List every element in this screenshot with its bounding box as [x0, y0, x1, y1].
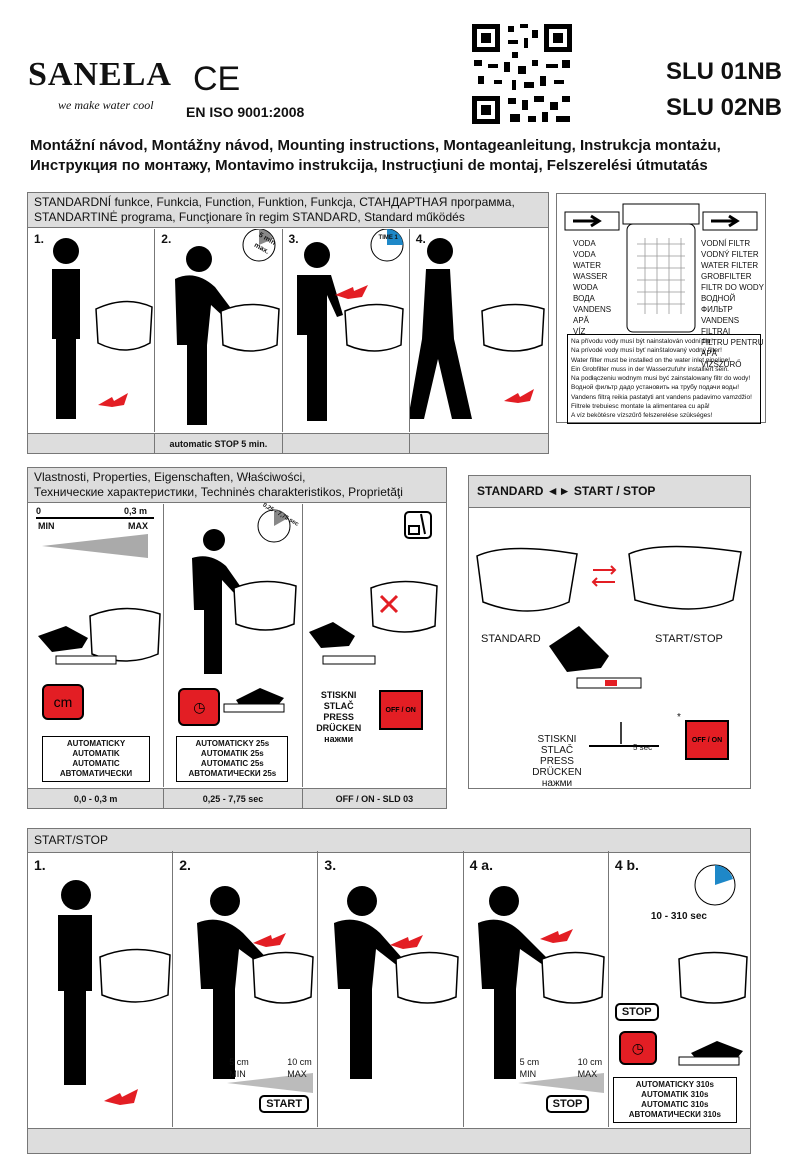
standard-step-4: 4. — [409, 229, 548, 432]
startstop-step-1: 1. — [28, 851, 174, 1127]
person-washing-icon-2 — [334, 886, 460, 1079]
stop-button[interactable]: STOP — [545, 1095, 590, 1113]
press-label-2: STISKNI STLAČ PRESS DRÜCKEN нажми — [532, 734, 582, 789]
range-max-2: MAX — [287, 1069, 307, 1079]
offon-button-2[interactable]: OFF / ON — [685, 720, 729, 760]
person-walking-away-icon — [409, 238, 545, 419]
range-5cm: 5 cm — [229, 1057, 249, 1067]
brand-logo: SANELA — [28, 56, 172, 93]
offon-button[interactable]: OFF / ON — [378, 690, 423, 730]
filter-warnings: Na přívodu vody musí být nainstalován vo… — [567, 334, 761, 424]
properties-heading: Vlastnosti, Properties, Eigenschaften, W… — [28, 468, 446, 503]
properties-panel: Vlastnosti, Properties, Eigenschaften, W… — [27, 467, 447, 809]
model-number-2: SLU 02NB — [665, 94, 782, 121]
title-line-2: Инструкция по монтажу, Montavimo instruk… — [30, 157, 708, 174]
range-5cm-b: 5 cm — [519, 1057, 540, 1067]
range-10cm-b: 10 cm — [577, 1057, 603, 1067]
standard-step-3: 3. TIME 1 — [283, 229, 410, 432]
qr-code — [468, 20, 576, 128]
startstop-label: START/STOP — [655, 633, 723, 645]
person-leaving-sink-icon — [296, 229, 404, 421]
properties-offon-cell: STISKNI STLAČ PRESS DRÜCKEN нажми OFF / … — [303, 504, 446, 787]
standard-step-2: 2. 5 min max. — [155, 229, 283, 432]
footer-range: 0,0 - 0,3 m — [28, 789, 165, 808]
range-min-2: MIN — [229, 1069, 246, 1079]
startstop-step-3: 3. — [318, 851, 464, 1127]
standard-heading: STANDARDNÍ funkce, Funkcia, Function, Fu… — [28, 193, 548, 228]
auto-stop-icon — [678, 864, 748, 1066]
model-number-1: SLU 01NB — [665, 58, 782, 85]
person-delay-icon — [192, 509, 298, 713]
water-filter-panel: VODA VODA WATER WASSER WODA ВОДА VANDENS… — [556, 193, 766, 424]
asterisk: * — [677, 712, 681, 723]
title-line-1: Montážní návod, Montážny návod, Mounting… — [30, 137, 721, 154]
range-min-3: MIN — [519, 1069, 537, 1079]
filter-left-labels: VODA VODA WATER WASSER WODA ВОДА VANDENS… — [573, 239, 612, 336]
clock-indicator: ◷ — [178, 688, 221, 726]
startstop-step-2: 2. 5 cm 10 cm MIN MAX START — [173, 851, 319, 1127]
startstop-footer — [28, 1128, 750, 1153]
person-standing-icon-2 — [58, 880, 171, 1105]
startstop-step-4a: 4 a. 5 cm 10 cm MIN MAX STOP — [464, 851, 609, 1127]
offon-icon — [308, 511, 438, 665]
standard-footer: automatic STOP 5 min. — [28, 433, 548, 453]
standard-startstop-panel: STANDARD ◄► START / STOP STANDARD START/… — [468, 475, 751, 789]
range-10cm: 10 cm — [287, 1057, 312, 1067]
qr-code-icon — [468, 20, 576, 128]
auto-label-3: AUTOMATICKY 310s AUTOMATIK 310s AUTOMATI… — [612, 1077, 737, 1123]
filter-right-labels: VODNÍ FILTR VODNÝ FILTER WATER FILTER GR… — [701, 239, 764, 369]
range-min: MIN — [38, 521, 55, 531]
standard-step-1: 1. — [28, 229, 156, 432]
standard-function-panel: STANDARDNÍ funkce, Funkcia, Function, Fu… — [27, 192, 549, 454]
range-max: MAX — [128, 521, 148, 531]
footer-delay: 0,25 - 7,75 sec — [164, 789, 303, 808]
startstop-panel: START/STOP 1. 2. 5 cm 10 cm MIN MAX — [27, 828, 751, 1154]
auto-label-1: AUTOMATICKY AUTOMATIK AUTOMATIC АВТОМАТИ… — [42, 736, 150, 782]
standard-label: STANDARD — [481, 633, 541, 645]
startstop-heading: START/STOP — [28, 829, 750, 853]
properties-footer: 0,0 - 0,3 m 0,25 - 7,75 sec OFF / ON - S… — [28, 788, 446, 808]
ce-mark: CE — [193, 60, 241, 98]
person-standing-icon — [52, 238, 153, 419]
time-label: TIME 1 — [378, 235, 398, 241]
auto-label-2: AUTOMATICKY 25s AUTOMATIK 25s AUTOMATIC … — [176, 736, 289, 782]
range-start: 0 — [36, 506, 42, 516]
person-approach-icon — [197, 886, 314, 1093]
sensor-range-icon — [36, 517, 161, 665]
clock-indicator-2: ◷ — [618, 1031, 657, 1065]
standard-footer-text: automatic STOP 5 min. — [155, 434, 283, 453]
press-label: STISKNI STLAČ PRESS DRÜCKEN нажми — [316, 690, 362, 744]
iso-certification: EN ISO 9001:2008 — [186, 104, 305, 120]
startstop-step-4b: 4 b. 10 - 310 sec STOP ◷ AUTOMATICKY 310… — [609, 851, 750, 1127]
properties-range-cell: 0 0,3 m MIN MAX cm AUTOMATICKY AUTOMATIK… — [28, 504, 165, 787]
range-end: 0,3 m — [124, 506, 148, 516]
water-filter-icon — [564, 203, 758, 333]
stop-badge: STOP — [614, 1003, 659, 1021]
mode-switch-icon — [476, 545, 742, 747]
start-button[interactable]: START — [259, 1095, 310, 1113]
seconds-label: 5 sec — [633, 743, 653, 752]
time-range: 10 - 310 sec — [650, 911, 707, 922]
cm-indicator: cm — [42, 684, 84, 720]
footer-offon: OFF / ON - SLD 03 — [335, 793, 414, 804]
person-leaving-icon — [477, 886, 605, 1093]
standard-startstop-heading: STANDARD ◄► START / STOP — [469, 476, 750, 508]
brand-tagline: we make water cool — [58, 98, 154, 112]
person-washing-icon — [175, 229, 281, 425]
properties-delay-cell: 0,25 - 7,75 sec ◷ AUTOMATICKY 25s AUTOMA… — [164, 502, 303, 787]
range-max-3: MAX — [577, 1069, 598, 1079]
